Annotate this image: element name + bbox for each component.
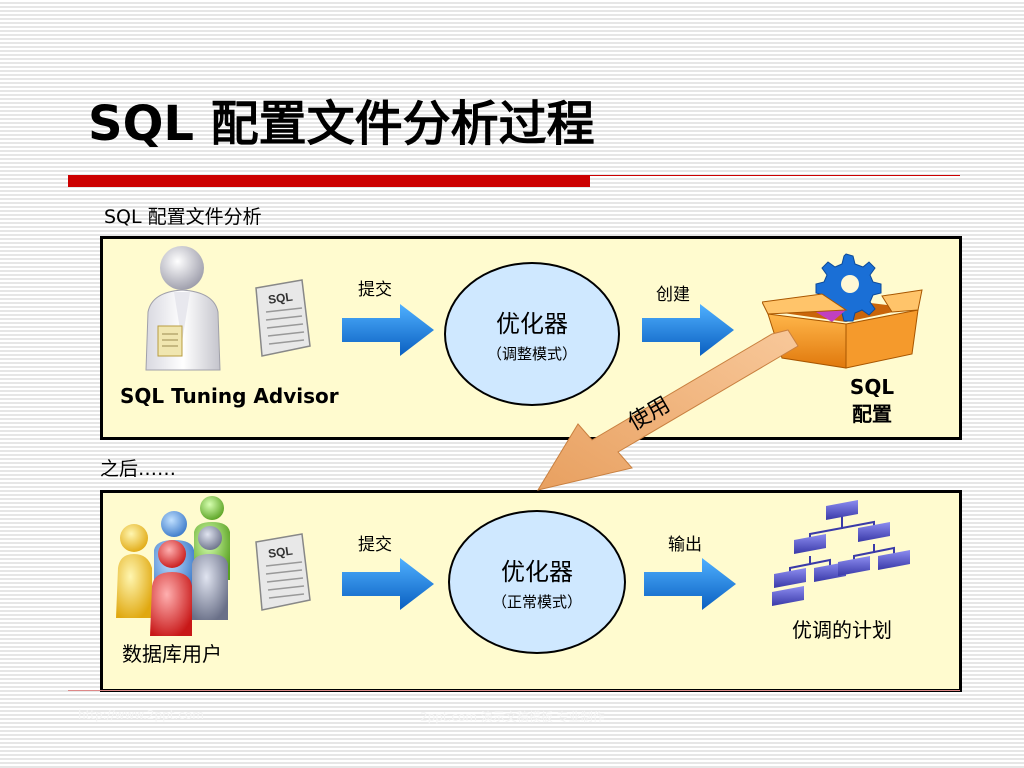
- footer-rule: [68, 690, 960, 691]
- optimizer-title: 优化器: [496, 310, 568, 338]
- footer-right-text: 2ppt.com 演示文稿模板 专业制作: [420, 710, 605, 724]
- database-users-label: 数据库用户: [122, 642, 222, 666]
- output-label: 输出: [668, 535, 702, 555]
- create-label: 创建: [656, 285, 690, 305]
- tuning-advisor-person-icon: [145, 246, 221, 371]
- section-label-profile-analysis: SQL 配置文件分析: [104, 206, 262, 228]
- sql-document-icon-2: SQL: [255, 533, 311, 611]
- create-arrow-icon: [642, 304, 734, 356]
- optimizer-title-2: 优化器: [501, 558, 573, 586]
- tuned-plan-label: 优调的计划: [792, 618, 892, 642]
- sql-doc-label: SQL: [267, 290, 293, 307]
- title-rule-red: [68, 175, 590, 187]
- output-arrow-icon: [644, 558, 736, 610]
- sql-profile-label: SQL 配置: [849, 375, 895, 426]
- tuned-plan-tree-icon: [772, 500, 910, 606]
- sql-doc-label-2: SQL: [267, 544, 293, 561]
- sql-document-icon: SQL: [255, 279, 311, 357]
- tuning-advisor-label: SQL Tuning Advisor: [120, 384, 339, 408]
- database-users-icon: [116, 496, 230, 636]
- optimizer-mode-2: （正常模式）: [491, 593, 582, 611]
- submit-arrow-icon-2: [342, 558, 434, 610]
- footer-left-text: http://www.2ppt.com: [78, 708, 204, 722]
- submit-label: 提交: [358, 280, 392, 300]
- sql-profile-box-icon: [762, 253, 923, 369]
- optimizer-tuning-mode-node: 优化器 （调整模式）: [444, 262, 620, 406]
- title-rule-thin: [590, 175, 960, 176]
- optimizer-mode: （调整模式）: [486, 345, 577, 363]
- page-title: SQL 配置文件分析过程: [88, 96, 595, 152]
- use-arrow-icon: [536, 329, 799, 491]
- optimizer-normal-mode-node: 优化器 （正常模式）: [448, 510, 626, 654]
- submit-arrow-icon: [342, 304, 434, 356]
- section-label-after: 之后……: [100, 458, 177, 480]
- submit-label-2: 提交: [358, 535, 392, 555]
